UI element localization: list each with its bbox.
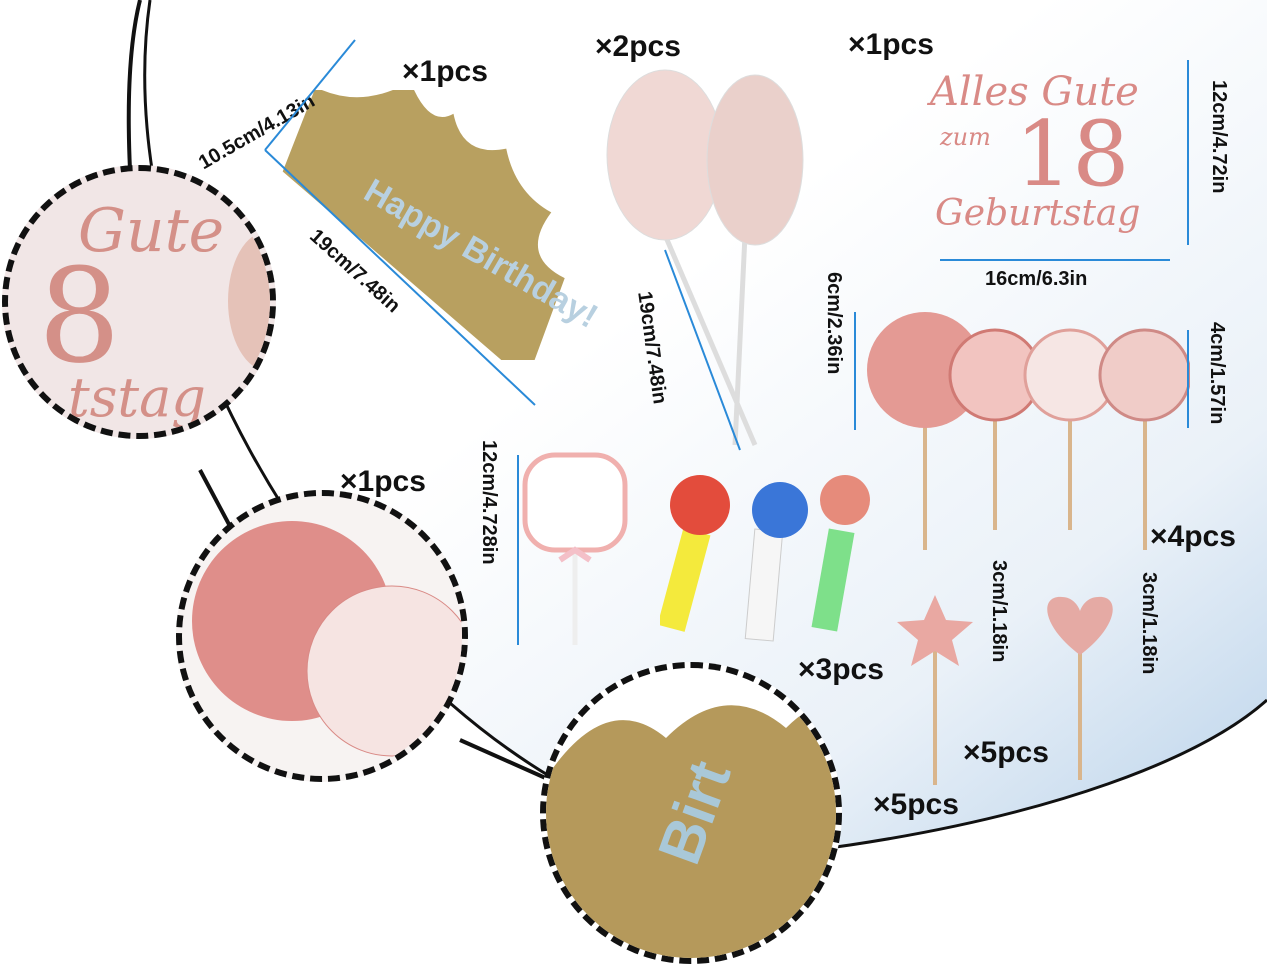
plaque-image xyxy=(517,452,628,645)
zoom-circle-crown: Birt xyxy=(540,662,842,964)
svg-text:tstag: tstag xyxy=(68,366,206,429)
topper-qty: ×1pcs xyxy=(848,28,934,61)
svg-text:Geburtstag: Geburtstag xyxy=(935,193,1140,234)
fans-qty: ×4pcs xyxy=(1150,520,1236,553)
blowers-image xyxy=(660,475,870,642)
balloons-image xyxy=(606,69,804,451)
balloons-qty: ×2pcs xyxy=(595,30,681,63)
heart-size-label: 3cm/1.18in xyxy=(1138,572,1160,675)
svg-text:Gute: Gute xyxy=(78,196,224,266)
plaque-height-label: 12cm/4.728in xyxy=(478,440,500,565)
svg-text:zum: zum xyxy=(939,123,991,151)
fans-image xyxy=(854,312,1190,550)
topper-width-label: 16cm/6.3in xyxy=(985,268,1088,290)
fan-large-label: 6cm/2.36in xyxy=(823,272,845,375)
star-size-label: 3cm/1.18in xyxy=(988,560,1010,663)
fan-small-label: 4cm/1.57in xyxy=(1206,322,1228,425)
blowers-qty: ×3pcs xyxy=(798,653,884,686)
zoom-circle-topper: Gute 8 tstag xyxy=(2,165,276,439)
crown-qty: ×1pcs xyxy=(402,55,488,88)
zoom-circle-fans xyxy=(176,490,468,782)
topper-height-label: 12cm/4.72in xyxy=(1208,80,1230,194)
svg-text:Alles Gute: Alles Gute xyxy=(926,69,1139,115)
star-qty: ×5pcs xyxy=(873,788,959,821)
plaque-qty: ×1pcs xyxy=(340,465,426,498)
svg-text:8: 8 xyxy=(38,240,121,392)
svg-text:18: 18 xyxy=(1015,102,1130,207)
topper-image: Alles Gute zum 18 Geburtstag xyxy=(926,60,1189,261)
star-image xyxy=(897,595,973,785)
crown-image: Happy Birthday! xyxy=(282,90,604,360)
heart-qty: ×5pcs xyxy=(963,736,1049,769)
crown-dimension-arrows xyxy=(264,39,536,406)
heart-image xyxy=(1047,596,1113,780)
